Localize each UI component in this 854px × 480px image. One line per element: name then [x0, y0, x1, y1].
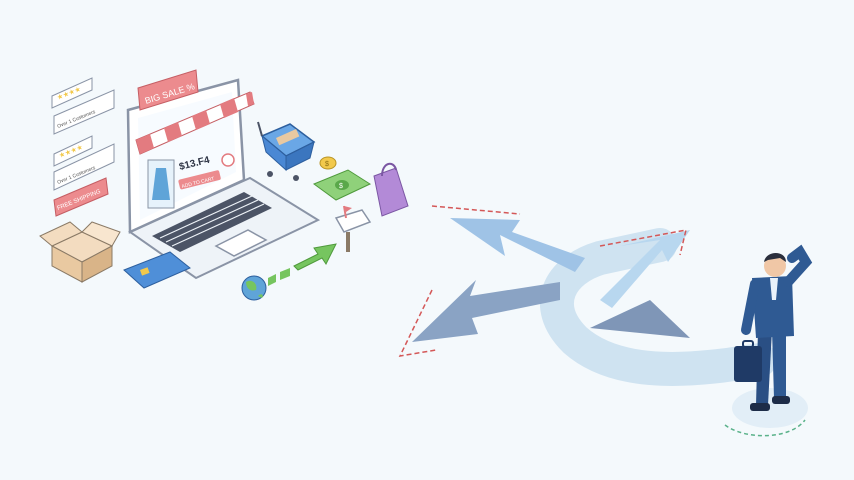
arrow-left [412, 280, 560, 342]
green-arrow-icon [268, 243, 337, 286]
briefcase-icon [734, 340, 762, 382]
businessman [724, 244, 813, 437]
globe-icon [241, 275, 267, 301]
arrow-up-left [450, 218, 585, 272]
man-shadow-dash [724, 419, 806, 437]
trackpad [214, 229, 268, 257]
arrow-left-dash [398, 289, 437, 357]
shop-awning [135, 91, 255, 155]
laptop: $13.F4 ADD TO CART [126, 78, 321, 280]
review-card-2: ★★★★ Over 1 Customers [53, 135, 115, 191]
credit-card-icon [123, 251, 191, 289]
cardboard-box-icon [39, 221, 121, 283]
shopping-bag-icon [373, 162, 409, 217]
heart-icon [221, 153, 235, 167]
banknote-icon: $ [312, 169, 372, 201]
road-path [540, 228, 777, 386]
svg-text:$: $ [339, 183, 343, 190]
crossroads-arrows [398, 205, 777, 386]
coin-icon: $ [319, 156, 337, 170]
arrow-dark-triangle [590, 300, 690, 338]
arrow-up-left-dash [431, 205, 521, 215]
arrow-right [600, 230, 690, 308]
review-card-1: ★★★★ Over 1 Customers [51, 77, 115, 135]
svg-text:$: $ [325, 161, 329, 168]
shopping-cart-icon [257, 121, 316, 181]
mailbox-icon [334, 205, 372, 252]
dress-product [147, 159, 175, 209]
arrow-right-dash [599, 229, 687, 256]
